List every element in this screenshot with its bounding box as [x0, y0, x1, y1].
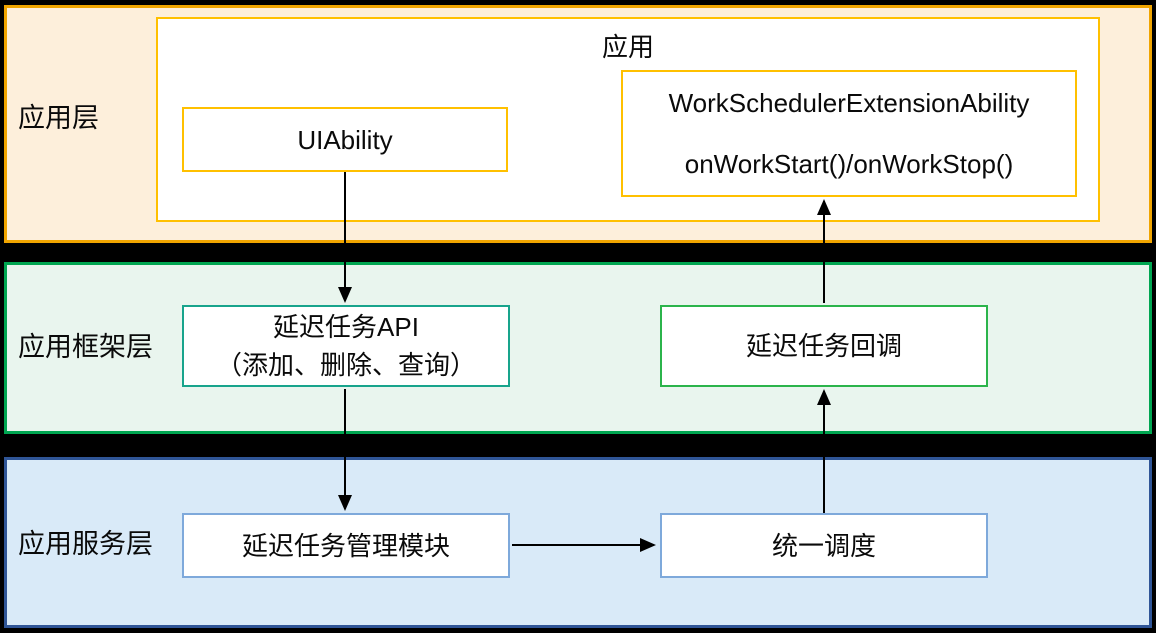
- delayed-task-callback-box: 延迟任务回调: [660, 305, 988, 387]
- delayed-task-api-box-line1: 延迟任务API: [273, 312, 419, 342]
- delayed-task-api-box: 延迟任务API （添加、删除、查询）: [182, 305, 510, 387]
- delayed-task-callback-box-label: 延迟任务回调: [745, 331, 902, 361]
- delayed-task-manager-box: 延迟任务管理模块: [182, 513, 510, 578]
- delayed-task-manager-box-label: 延迟任务管理模块: [241, 530, 450, 561]
- application-box-title: 应用: [601, 32, 654, 62]
- application-layer-label: 应用层: [18, 103, 99, 133]
- unified-scheduling-box-label: 统一调度: [771, 530, 876, 561]
- service-layer-label: 应用服务层: [18, 529, 153, 559]
- uiability-box-label: UIAbility: [297, 124, 393, 155]
- delayed-task-api-box-line2: （添加、删除、查询）: [215, 350, 476, 380]
- framework-layer-label: 应用框架层: [18, 332, 153, 362]
- unified-scheduling-box: 统一调度: [660, 513, 988, 578]
- uiability-box: UIAbility: [182, 107, 508, 172]
- work-scheduler-extension-ability-box: WorkSchedulerExtensionAbility onWorkStar…: [621, 70, 1077, 197]
- work-scheduler-box-line2: onWorkStart()/onWorkStop(): [684, 149, 1014, 179]
- work-scheduler-box-line1: WorkSchedulerExtensionAbility: [668, 88, 1030, 118]
